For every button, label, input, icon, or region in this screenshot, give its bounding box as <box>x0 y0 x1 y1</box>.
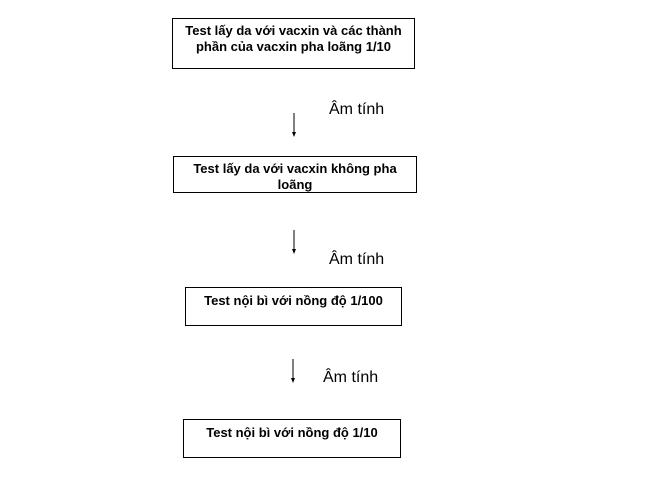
step-box-skin-prick-diluted: Test lấy da với vacxin và các thành phần… <box>172 18 415 69</box>
step-box-intradermal-1-100: Test nội bì với nồng độ 1/100 <box>185 287 402 326</box>
down-arrow-icon <box>291 359 295 383</box>
down-arrow-icon <box>292 113 296 137</box>
step-box-skin-prick-undiluted: Test lấy da với vacxin không pha loãng <box>173 156 417 193</box>
step-box-intradermal-1-10: Test nội bì với nồng độ 1/10 <box>183 419 401 458</box>
step-text: Test lấy da với vacxin và các thành phần… <box>185 23 402 54</box>
step-text: Test nội bì với nồng độ 1/100 <box>204 293 383 308</box>
step-text: Test lấy da với vacxin không pha loãng <box>193 161 397 192</box>
step-text: Test nội bì với nồng độ 1/10 <box>206 425 378 440</box>
down-arrow-icon <box>292 230 296 254</box>
transition-label: Âm tính <box>323 369 379 386</box>
transition-label: Âm tính <box>329 101 385 118</box>
transition-label: Âm tính <box>329 251 385 268</box>
